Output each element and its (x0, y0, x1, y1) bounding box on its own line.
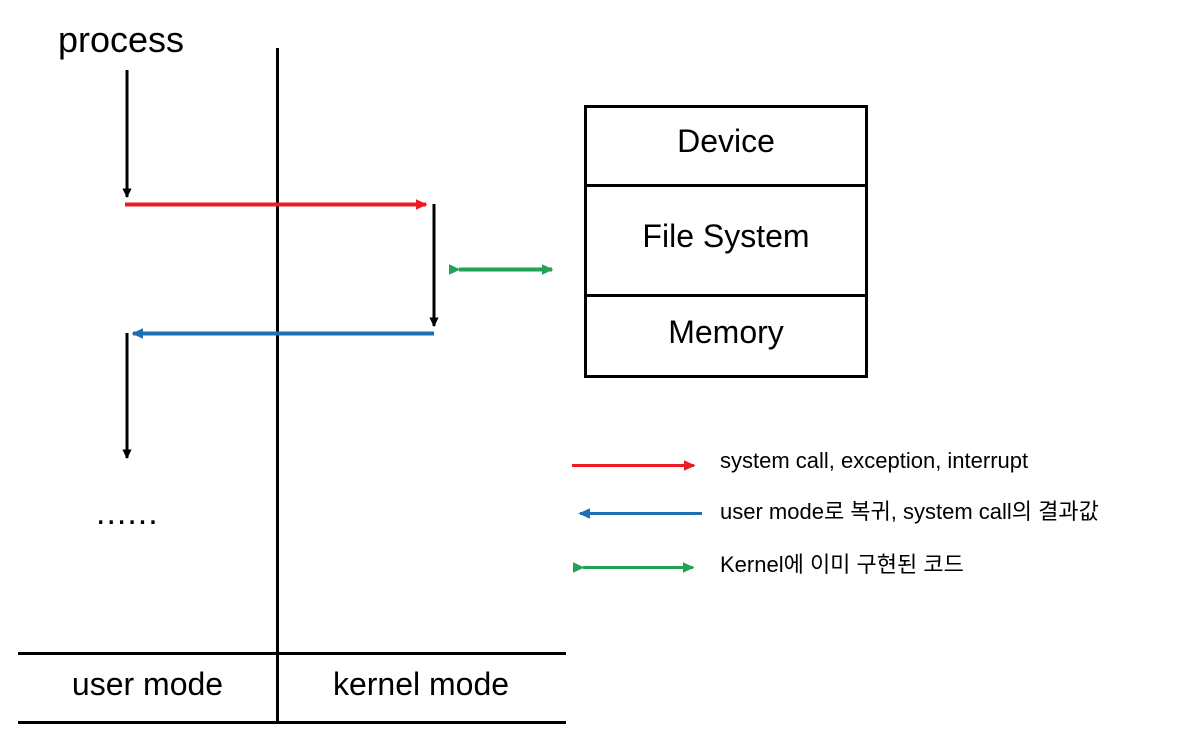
process-label: process (58, 19, 185, 60)
user-mode-label: user mode (71, 666, 224, 702)
kernel-mode-label: kernel mode (332, 666, 510, 702)
process-continuation-ellipsis: ...... (96, 494, 159, 532)
kernel-subsystem-label-device: Device (677, 123, 775, 159)
kernel-subsystem-box (584, 105, 868, 378)
legend-label-system-call: system call, exception, interrupt (720, 448, 1029, 473)
legend-label-kernel-code: Kernel에 이미 구현된 코드 (720, 552, 964, 577)
kernel-subsystem-label-memory: Memory (668, 314, 784, 350)
legend-label-return-to-user: user mode로 복귀, system call의 결과값 (720, 499, 1099, 524)
kernel-subsystem-label-file-system: File System (642, 218, 810, 254)
